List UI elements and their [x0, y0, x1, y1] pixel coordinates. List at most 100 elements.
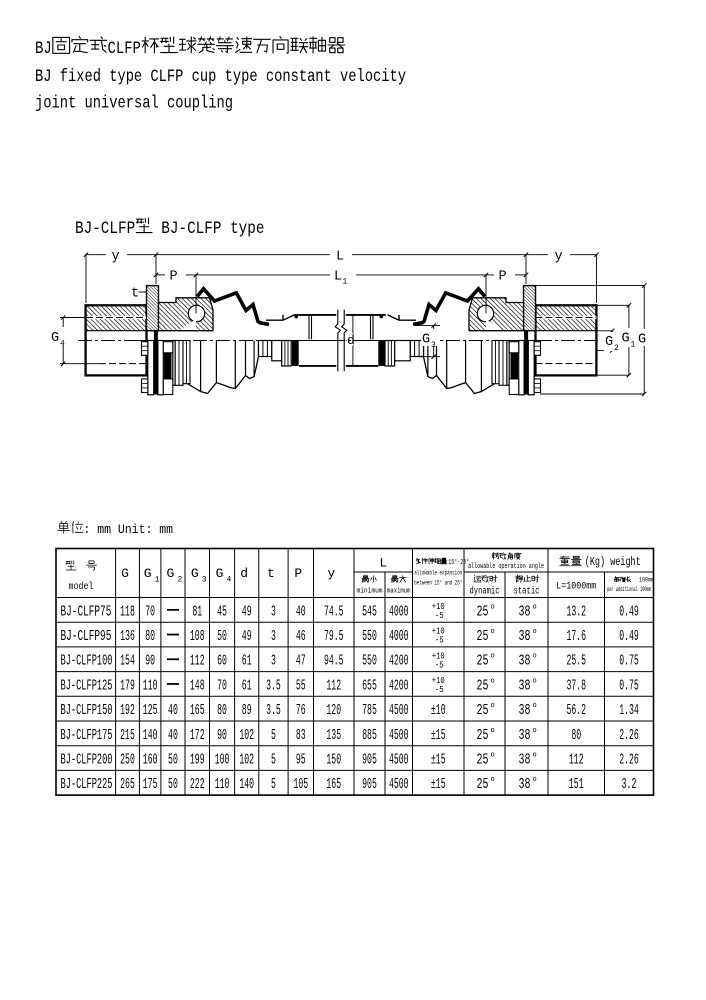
svg-text:5: 5 — [271, 776, 276, 793]
svg-text:38: 38 — [519, 751, 531, 768]
svg-text:+10: +10 — [432, 602, 445, 612]
svg-text:BJ: BJ — [35, 39, 52, 59]
svg-text:25: 25 — [477, 776, 489, 793]
svg-text:70: 70 — [145, 603, 155, 620]
svg-text:112: 112 — [326, 677, 341, 694]
svg-text:49: 49 — [242, 603, 252, 620]
svg-text:61: 61 — [242, 677, 252, 694]
svg-text:179: 179 — [120, 677, 135, 694]
svg-text:151: 151 — [569, 776, 584, 793]
svg-text:1: 1 — [631, 341, 636, 350]
svg-text:2: 2 — [177, 576, 182, 585]
svg-text:G: G — [622, 332, 630, 347]
svg-text:108: 108 — [190, 628, 205, 645]
svg-text:minimum: minimum — [357, 588, 383, 596]
svg-text:P: P — [294, 566, 302, 581]
svg-text:905: 905 — [362, 776, 377, 793]
svg-text:static: static — [514, 586, 540, 598]
svg-text:o: o — [491, 727, 495, 735]
svg-text:3: 3 — [202, 576, 207, 585]
svg-text:G: G — [422, 333, 430, 348]
svg-text:G: G — [638, 333, 646, 348]
svg-text:o: o — [533, 776, 537, 784]
svg-text:o: o — [533, 628, 537, 636]
svg-text:BJ-CLFP75: BJ-CLFP75 — [61, 603, 112, 620]
svg-text:t: t — [267, 566, 275, 581]
svg-text:4000: 4000 — [389, 628, 409, 645]
svg-text:G: G — [167, 566, 175, 581]
svg-text:0.75: 0.75 — [619, 653, 639, 670]
svg-text:49: 49 — [242, 628, 252, 645]
svg-text:BJ-CLFP125: BJ-CLFP125 — [61, 677, 113, 694]
svg-text:165: 165 — [190, 702, 205, 719]
svg-text:40: 40 — [296, 603, 306, 620]
svg-text:46: 46 — [296, 628, 306, 645]
svg-text:maximum: maximum — [387, 588, 411, 596]
svg-text:±15: ±15 — [431, 751, 446, 768]
svg-text:BJ-CLFP100: BJ-CLFP100 — [61, 653, 113, 670]
svg-text:135: 135 — [326, 727, 341, 744]
svg-text:y: y — [555, 250, 563, 265]
svg-text:o: o — [491, 677, 495, 685]
svg-text:90: 90 — [145, 653, 155, 670]
svg-text:25: 25 — [477, 653, 489, 670]
svg-text:-5: -5 — [435, 685, 444, 695]
svg-text:148: 148 — [190, 677, 205, 694]
svg-text:o: o — [491, 776, 495, 784]
svg-text:0.49: 0.49 — [619, 603, 639, 620]
svg-text:o: o — [491, 751, 495, 759]
svg-text:o: o — [491, 603, 495, 611]
svg-text:P: P — [170, 270, 178, 285]
svg-text:BJ-CLFP: BJ-CLFP — [75, 219, 135, 239]
svg-text:BJ fixed type CLFP cup type co: BJ fixed type CLFP cup type constant vel… — [35, 67, 406, 87]
svg-text:±15: ±15 — [431, 727, 446, 744]
svg-text:94.5: 94.5 — [324, 653, 344, 670]
svg-text:120: 120 — [326, 702, 341, 719]
svg-text:4200: 4200 — [389, 677, 409, 694]
svg-text:BJ-CLFP175: BJ-CLFP175 — [61, 727, 113, 744]
svg-text:1.34: 1.34 — [619, 702, 639, 719]
svg-text:150: 150 — [326, 751, 341, 768]
svg-text:45: 45 — [217, 603, 227, 620]
svg-text:4500: 4500 — [389, 727, 409, 744]
svg-text:joint universal coupling: joint universal coupling — [35, 94, 233, 114]
svg-text:3.5: 3.5 — [266, 702, 281, 719]
svg-text:4: 4 — [60, 340, 65, 349]
svg-text:4200: 4200 — [389, 653, 409, 670]
svg-text:74.5: 74.5 — [324, 603, 344, 620]
svg-text:222: 222 — [190, 776, 205, 793]
svg-text:25: 25 — [477, 628, 489, 645]
svg-text:550: 550 — [362, 628, 377, 645]
svg-text:40: 40 — [168, 702, 178, 719]
svg-text:per additional 100mm: per additional 100mm — [607, 586, 651, 593]
svg-text:40: 40 — [168, 727, 178, 744]
svg-text:4: 4 — [227, 576, 232, 585]
svg-text:allowable expansion: allowable expansion — [414, 570, 462, 578]
svg-text:38: 38 — [519, 776, 531, 793]
svg-text:+10: +10 — [432, 651, 445, 661]
svg-text:4500: 4500 — [389, 776, 409, 793]
svg-text:102: 102 — [239, 751, 254, 768]
svg-text:80: 80 — [217, 702, 227, 719]
svg-text:38: 38 — [519, 702, 531, 719]
svg-text:25: 25 — [477, 603, 489, 620]
svg-text:G: G — [191, 566, 199, 581]
svg-text:60: 60 — [217, 653, 227, 670]
svg-text:95: 95 — [296, 751, 306, 768]
svg-text:L: L — [379, 556, 387, 571]
svg-text:125: 125 — [143, 702, 158, 719]
svg-text:(Kg) weight: (Kg) weight — [585, 556, 641, 569]
svg-text:4500: 4500 — [389, 751, 409, 768]
svg-text:o: o — [533, 751, 537, 759]
svg-text:136: 136 — [120, 628, 135, 645]
svg-text:BJ-CLFP200: BJ-CLFP200 — [61, 751, 113, 768]
svg-text:25.5: 25.5 — [566, 653, 586, 670]
svg-text:o: o — [533, 653, 537, 661]
svg-text:76: 76 — [296, 702, 306, 719]
svg-text:550: 550 — [362, 653, 377, 670]
svg-text:175: 175 — [143, 776, 158, 793]
svg-text:o: o — [533, 727, 537, 735]
svg-text:4000: 4000 — [389, 603, 409, 620]
svg-text:BJ-CLFP225: BJ-CLFP225 — [61, 776, 113, 793]
svg-text:1: 1 — [343, 278, 348, 287]
